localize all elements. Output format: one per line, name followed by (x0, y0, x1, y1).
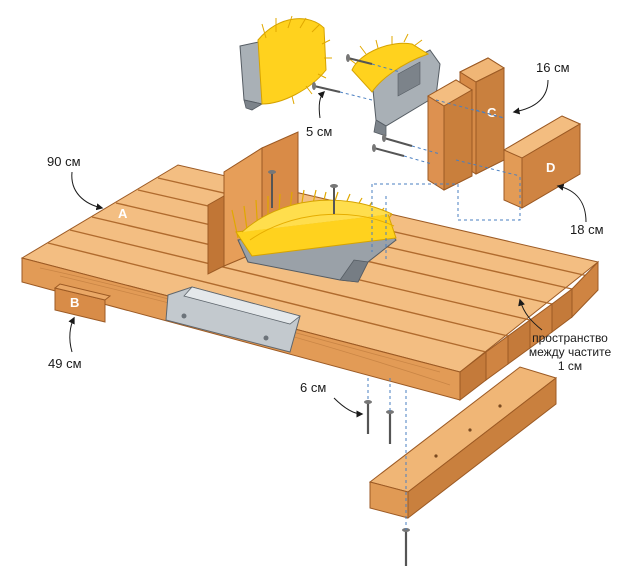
base-screws (268, 170, 338, 214)
label-90-cm: 90 см (47, 154, 81, 169)
label-gap-line2: между частите (529, 345, 612, 359)
bottom-screws (364, 400, 410, 566)
label-gap-line3: 1 см (558, 359, 582, 373)
pointer-arrows (68, 79, 587, 418)
metal-bracket (165, 286, 301, 353)
label-6-cm: 6 см (300, 380, 326, 395)
label-gap-line1: пространство (532, 331, 608, 345)
part-label-c: C (487, 105, 497, 120)
top-brush-left (239, 15, 332, 111)
label-49-cm: 49 см (48, 356, 82, 371)
part-label-a: A (118, 206, 128, 221)
top-brush-right (347, 33, 441, 137)
part-label-d: D (546, 160, 555, 175)
label-18-cm: 18 см (570, 222, 604, 237)
leg-board-right (368, 366, 558, 520)
label-16-cm: 16 см (536, 60, 570, 75)
label-5-cm: 5 см (306, 124, 332, 139)
part-label-b: B (70, 295, 79, 310)
block-d: D (502, 115, 582, 209)
top-screws (312, 54, 413, 157)
leg-board-b: B (53, 283, 112, 323)
side-boards-c: C (427, 57, 506, 191)
center-brush (231, 189, 397, 283)
assembly-guides (339, 63, 521, 530)
